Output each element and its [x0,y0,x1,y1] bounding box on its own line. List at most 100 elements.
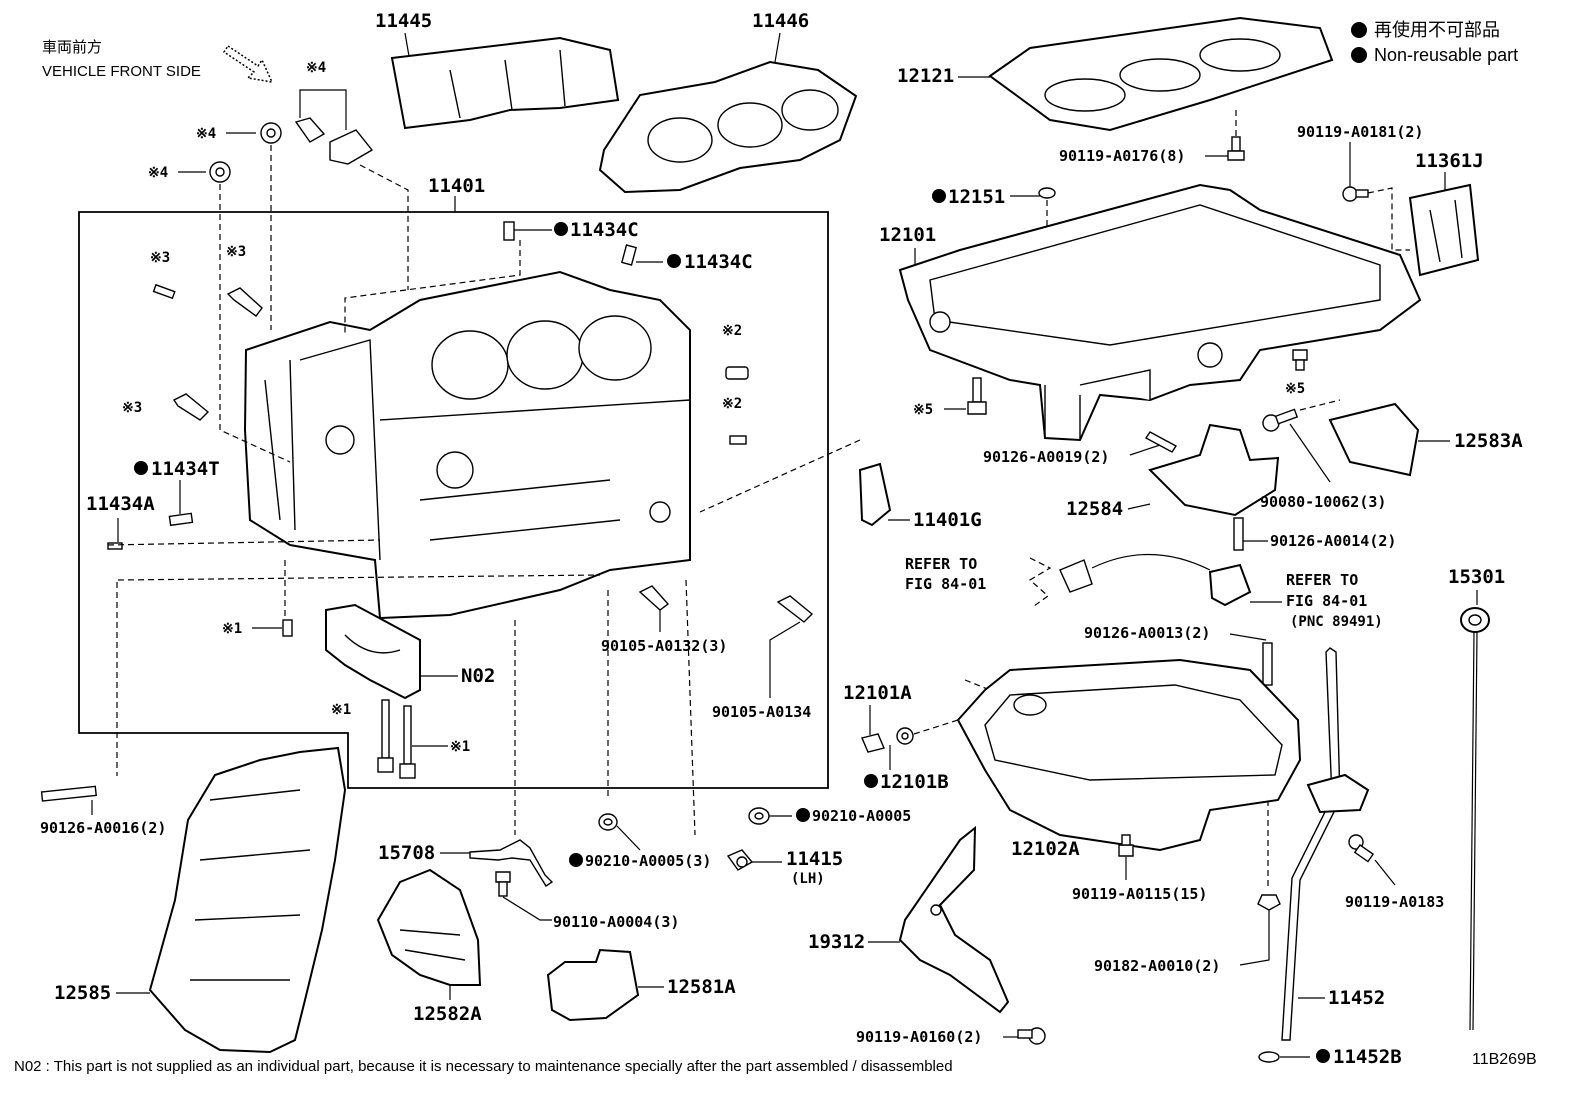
part-90210-a0005[interactable]: 90210-A0005 [812,807,911,825]
bolt-3-top[interactable] [226,287,263,317]
part-90119-a0160[interactable]: 90119-A0160(2) [856,1028,982,1046]
bolt-90119-a0181[interactable] [1342,186,1369,202]
part-90126-a0013[interactable]: 90126-A0013(2) [1084,624,1210,642]
bolt-90105-a0132[interactable] [638,585,670,611]
sensor-11401g[interactable] [858,462,892,527]
bolt-90119-a0176[interactable] [1227,136,1245,161]
pin-1[interactable] [282,619,293,637]
pin-2-top[interactable] [725,366,749,380]
bolt-5-right[interactable] [1292,349,1308,371]
cover-11361j[interactable] [1408,183,1480,277]
part-90119-a0183[interactable]: 90119-A0183 [1345,893,1444,911]
refer-label[interactable]: FIG 84-01 [1286,592,1367,610]
bolt-90119-a0115[interactable] [1118,834,1134,857]
bolt-3-side[interactable] [172,393,210,421]
stud-90126-a0019[interactable] [1144,431,1178,453]
part-11401g[interactable]: 11401G [913,509,982,531]
part-11452b[interactable]: 11452B [1333,1046,1402,1068]
bolt-90110-a0004[interactable] [495,871,511,897]
o-ring-11452b[interactable] [1258,1051,1280,1063]
oil-pan-upper-12101[interactable] [898,183,1422,442]
drain-plug-12101a[interactable] [861,733,885,753]
stud-90126-a0014[interactable] [1233,517,1244,551]
part-11434c[interactable]: 11434C [570,219,639,241]
part-12102a[interactable]: 12102A [1011,838,1080,860]
part-11445[interactable]: 11445 [375,10,432,32]
drain-cock-11415[interactable] [726,849,754,871]
refer-label[interactable]: FIG 84-01 [905,575,986,593]
bearing-cap-n02[interactable] [325,603,421,700]
part-12101a[interactable]: 12101A [843,682,912,704]
bolt-90105-a0134[interactable] [776,595,814,623]
insulator-12581a[interactable] [546,948,640,1022]
part-12101[interactable]: 12101 [879,224,936,246]
cylinder-block[interactable] [243,270,691,620]
part-12151[interactable]: 12151 [948,186,1005,208]
dowel-11434c-top[interactable] [503,221,515,241]
part-90126-a0016[interactable]: 90126-A0016(2) [40,819,166,837]
part-12585[interactable]: 12585 [54,982,111,1004]
part-90105-a0134[interactable]: 90105-A0134 [712,703,811,721]
bolt-5-left[interactable] [967,377,987,415]
part-15708[interactable]: 15708 [378,842,435,864]
part-90119-a0115[interactable]: 90119-A0115(15) [1072,885,1207,903]
part-11415[interactable]: 11415 [786,848,843,870]
gasket-90210-a0005-3[interactable] [598,813,618,831]
dowel-11434c-second[interactable] [620,244,638,266]
part-11434c[interactable]: 11434C [684,251,753,273]
cover-11445[interactable] [390,36,620,130]
part-19312[interactable]: 19312 [808,931,865,953]
part-n02[interactable]: N02 [461,665,495,687]
pin-2-bottom[interactable] [729,435,747,445]
part-90126-a0014[interactable]: 90126-A0014(2) [1270,532,1396,550]
part-90119-a0176[interactable]: 90119-A0176(8) [1059,147,1185,165]
part-11415-side[interactable]: (LH) [791,871,825,887]
gasket-4-top[interactable] [260,122,282,144]
pin-3[interactable] [152,283,176,300]
part-15301[interactable]: 15301 [1448,566,1505,588]
oil-jet-15708[interactable] [469,839,554,887]
part-90110-a0004[interactable]: 90110-A0004(3) [553,913,679,931]
refer-pnc[interactable]: (PNC 89491) [1290,614,1383,630]
oil-sensor-4[interactable] [329,129,374,165]
part-11434a[interactable]: 11434A [86,493,155,515]
cover-11446[interactable] [598,60,858,194]
pin-11434t[interactable] [168,512,194,527]
bracket-12584[interactable] [1148,423,1280,517]
part-12582a[interactable]: 12582A [413,1003,482,1025]
bracket-19312[interactable] [898,825,1010,1014]
part-90119-a0181[interactable]: 90119-A0181(2) [1297,123,1423,141]
o-ring-12151[interactable] [1038,187,1056,199]
part-90080-10062[interactable]: 90080-10062(3) [1260,493,1386,511]
part-11361j[interactable]: 11361J [1415,150,1484,172]
bolt-90119-a0183[interactable] [1348,834,1375,863]
part-90210-a0005-3[interactable]: 90210-A0005(3) [585,852,711,870]
cover-12583a[interactable] [1328,402,1420,477]
stud-90126-a0016[interactable] [40,785,97,802]
part-12583a[interactable]: 12583A [1454,430,1523,452]
pin-11434a[interactable] [107,542,123,550]
part-90182-a0010[interactable]: 90182-A0010(2) [1094,957,1220,975]
baffle-plate-12121[interactable] [988,16,1334,132]
oil-pan-lower-12102a[interactable] [956,658,1302,852]
nut-90182-a0010[interactable] [1257,894,1281,911]
dipstick-guide-11452[interactable] [1281,647,1370,1041]
part-11401[interactable]: 11401 [428,175,485,197]
part-90105-a0132[interactable]: 90105-A0132(3) [601,637,727,655]
part-11434t[interactable]: 11434T [151,458,220,480]
part-11446[interactable]: 11446 [752,10,809,32]
stud-90126-a0013[interactable] [1262,642,1273,686]
refer-label[interactable]: REFER TO [905,555,977,573]
part-12584[interactable]: 12584 [1066,498,1123,520]
refer-label[interactable]: REFER TO [1286,571,1358,589]
insulator-12585[interactable] [148,746,347,1054]
gasket-12101b[interactable] [896,727,914,745]
main-bearing-bolt[interactable] [377,699,416,779]
part-90126-a0019[interactable]: 90126-A0019(2) [983,448,1109,466]
insulator-12582a[interactable] [376,868,482,986]
bolt-90119-a0160[interactable] [1017,1027,1046,1045]
sensor-bolt-4[interactable] [294,117,326,143]
oil-level-sensor[interactable] [1059,553,1252,607]
part-12101b[interactable]: 12101B [880,771,949,793]
part-11452[interactable]: 11452 [1328,987,1385,1009]
